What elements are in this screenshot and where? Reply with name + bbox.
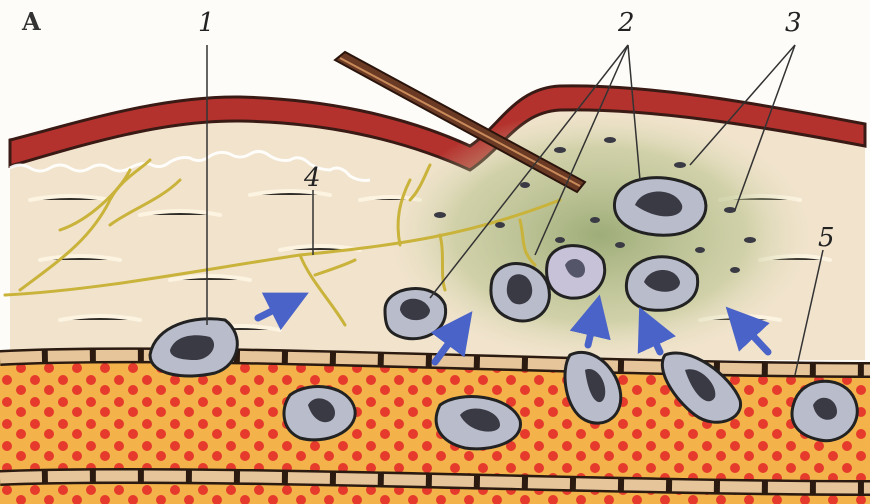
callout-4: 4 xyxy=(304,165,321,191)
cell-icon xyxy=(284,387,355,440)
inflammation-zone xyxy=(390,110,810,360)
cell-icon xyxy=(626,257,697,311)
cell-icon xyxy=(491,264,550,321)
cell-icon xyxy=(385,289,446,339)
cell-icon xyxy=(547,246,605,299)
cell-icon xyxy=(792,381,857,441)
callout-5: 5 xyxy=(818,225,835,251)
cell-icon xyxy=(614,178,705,236)
panel-label: A xyxy=(22,10,41,34)
callout-3: 3 xyxy=(785,10,802,36)
callout-2: 2 xyxy=(618,10,635,36)
callout-1: 1 xyxy=(198,10,215,36)
cell-icon xyxy=(436,397,520,449)
